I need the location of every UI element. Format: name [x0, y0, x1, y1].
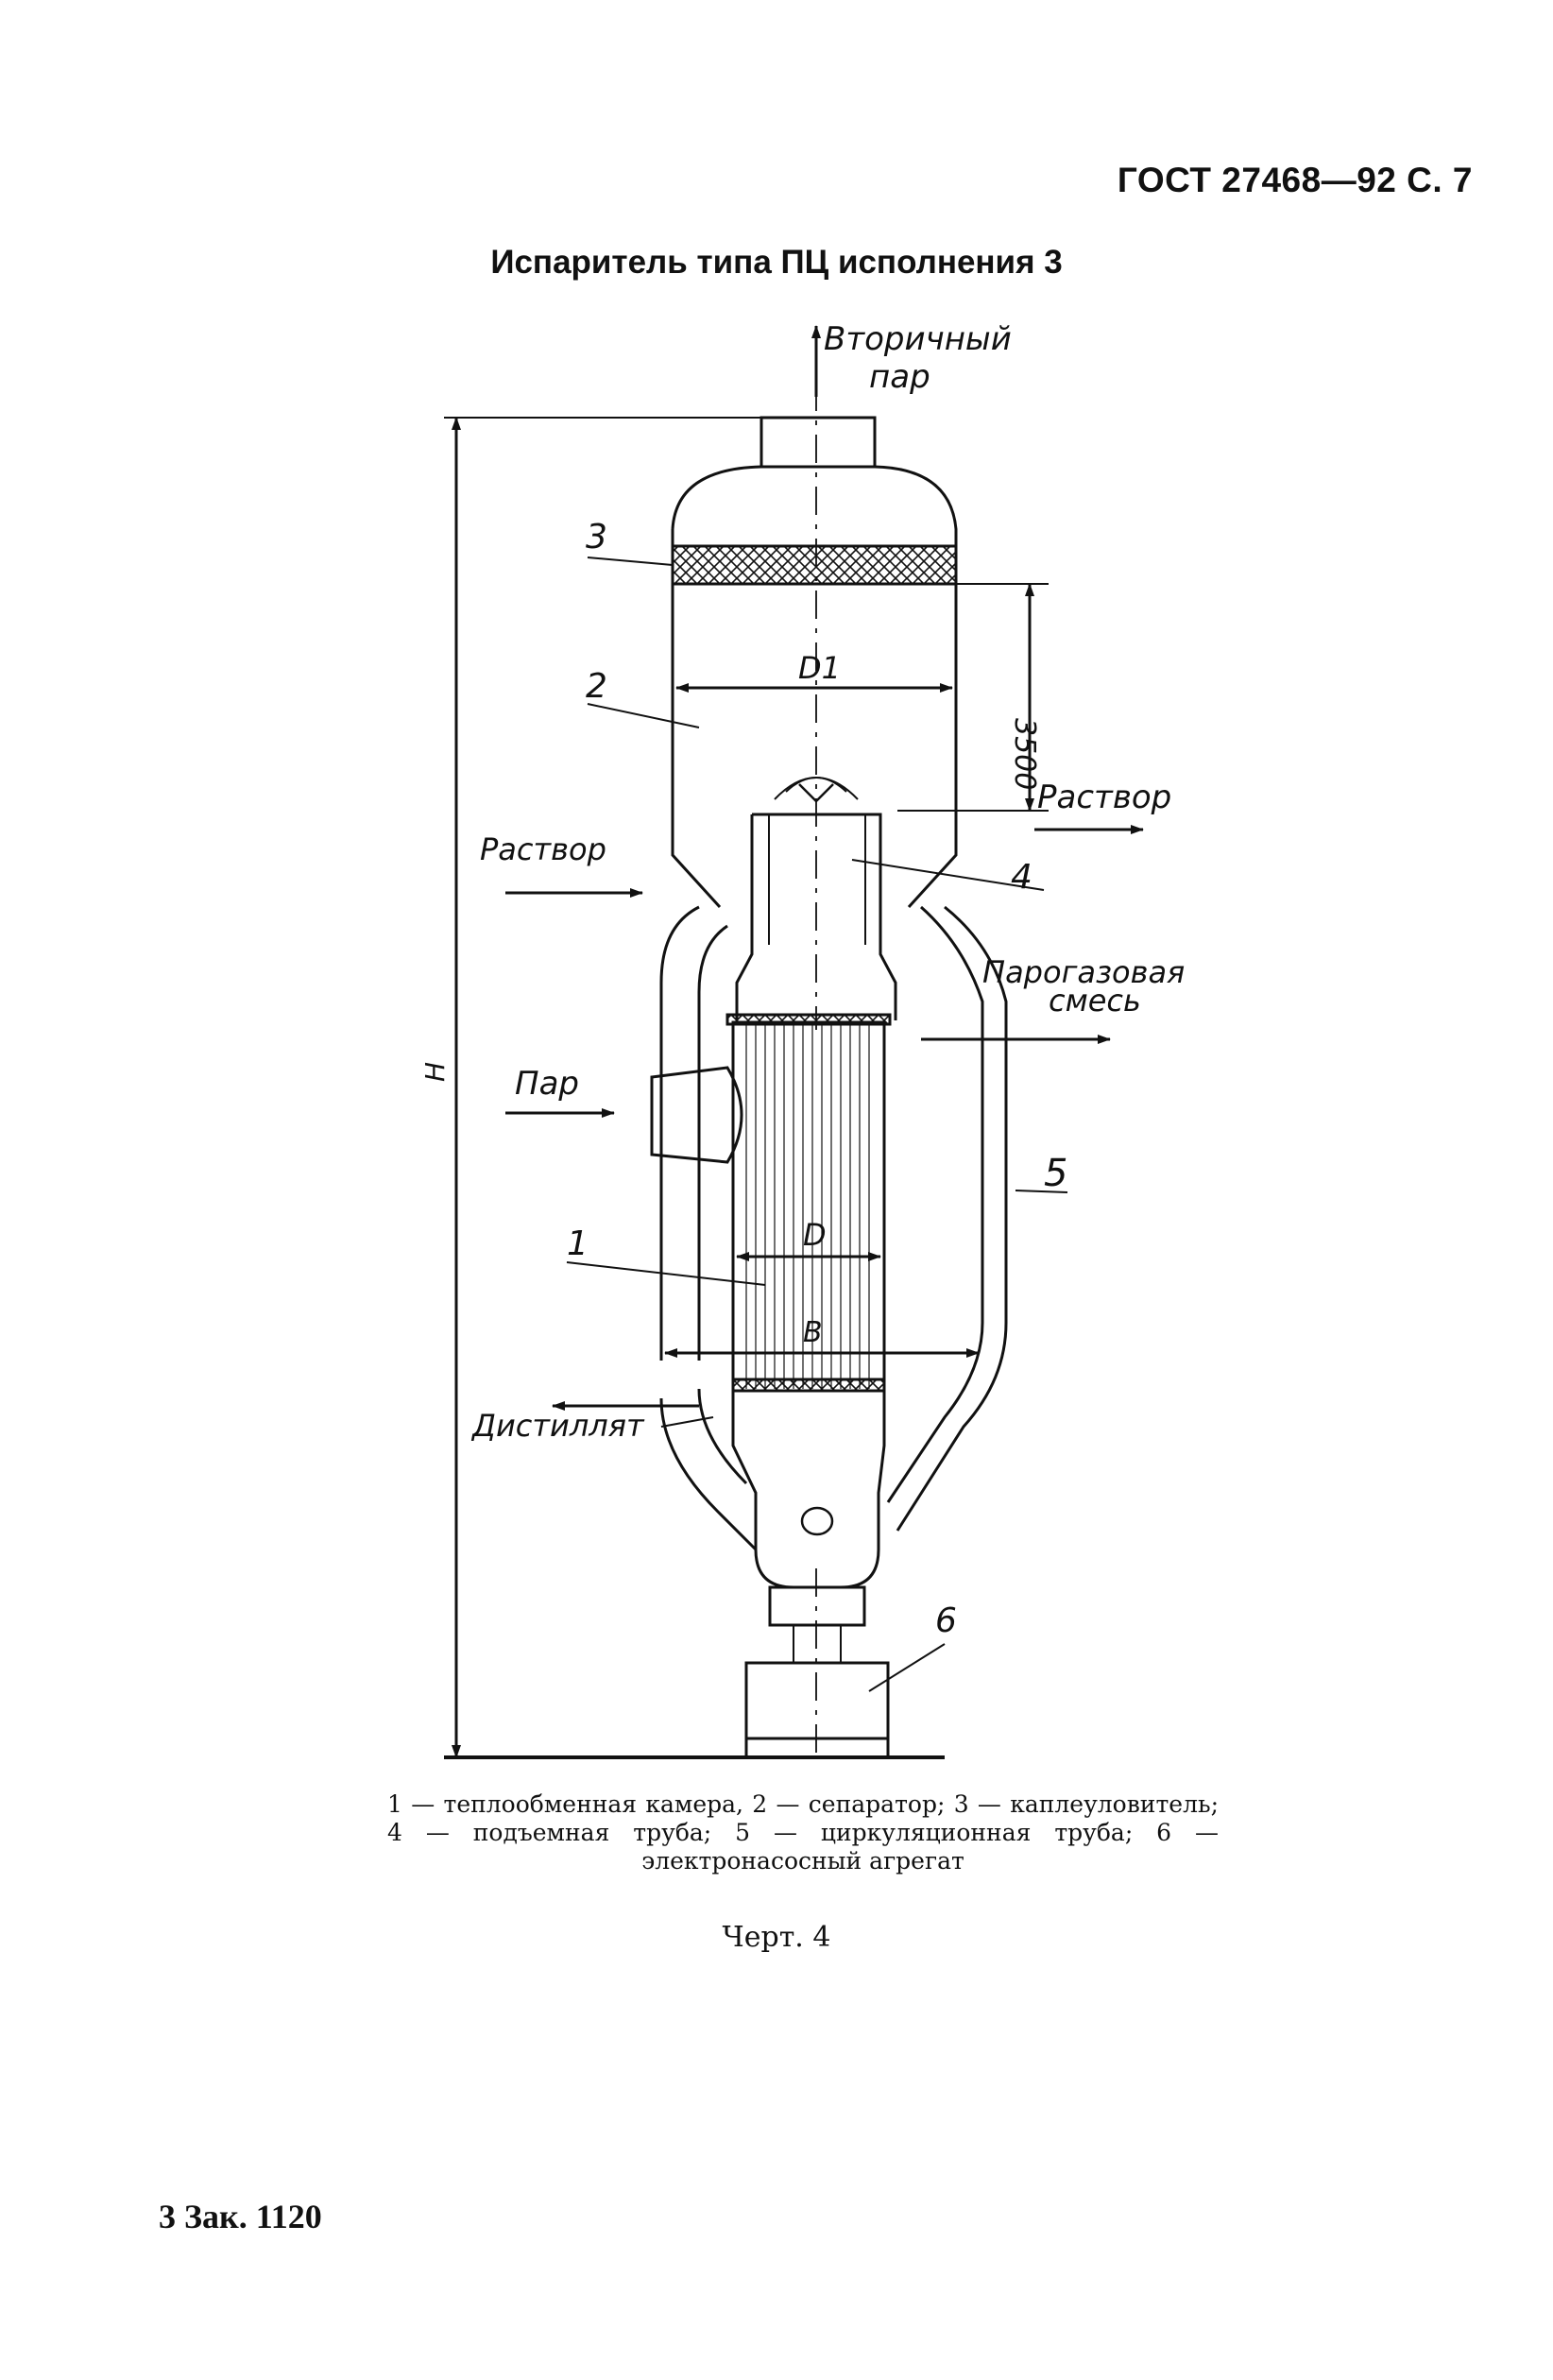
droplet-separator-mesh [671, 544, 958, 586]
label-h: H [419, 1062, 451, 1082]
circulation-pipe-lower-left [659, 1388, 758, 1551]
label-part-1: 1 [567, 1224, 589, 1263]
label-part-6: 6 [935, 1601, 957, 1640]
label-d: D [803, 1217, 827, 1253]
label-part-5: 5 [1044, 1152, 1067, 1195]
document-reference: ГОСТ 27468—92 С. 7 [1117, 161, 1473, 199]
pump-coupling [768, 1585, 866, 1627]
label-solution-left: Раствор [480, 831, 606, 867]
label-d1: D1 [798, 650, 841, 686]
separator-shell [671, 465, 958, 909]
label-part-3: 3 [586, 518, 607, 556]
label-b: B [803, 1316, 823, 1349]
label-3500: 3500 [1008, 718, 1041, 790]
label-steam: Пар [515, 1065, 579, 1103]
tube-bundle [745, 1025, 870, 1389]
circulation-pipe-left [659, 905, 728, 1361]
bottom-cone [731, 1391, 886, 1589]
figure-caption: Черт. 4 [722, 1921, 831, 1954]
label-solution-right: Раствор [1037, 779, 1171, 816]
label-secondary-steam: Вторичный [824, 320, 1012, 358]
label-part-4: 4 [1011, 858, 1032, 897]
page-title: Испаритель типа ПЦ исполнения 3 [490, 244, 1063, 281]
label-distillate: Дистиллят [470, 1408, 645, 1444]
svg-text:пар: пар [869, 358, 930, 396]
footer-order-number: 3 Зак. 1120 [159, 2198, 322, 2235]
label-gas-mix: Парогазовая [982, 954, 1185, 990]
top-nozzle [759, 416, 877, 469]
steam-inlet [650, 1066, 743, 1164]
pump-motor [744, 1661, 890, 1740]
lift-tube [735, 813, 897, 1020]
figure-legend: 1 — теплообменная камера, 2 — сепаратор;… [387, 1790, 1219, 1875]
circulation-pipe-right [886, 905, 1008, 1532]
label-part-2: 2 [586, 667, 607, 706]
svg-text:смесь: смесь [1049, 983, 1141, 1019]
